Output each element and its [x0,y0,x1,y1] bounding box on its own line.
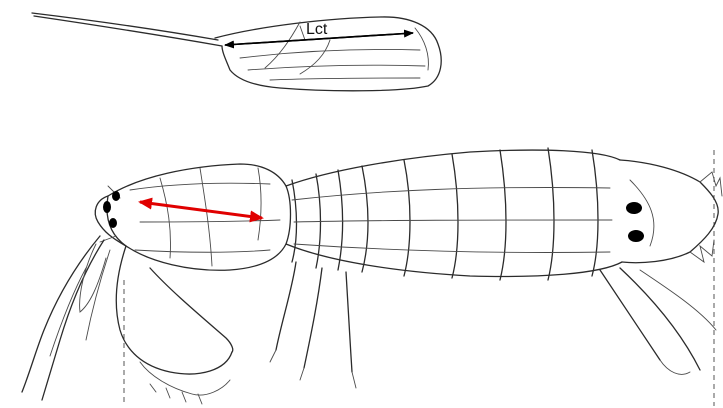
body-illustration [22,148,722,406]
telson-spot-lower [628,230,644,242]
eye-mark-3 [109,218,117,228]
claw-illustration [32,13,441,91]
claw-measure-label: Lct [306,21,328,38]
telson-spot-upper [626,202,642,214]
eye-mark-2 [112,191,120,201]
carapace-measure-arrow [140,202,262,218]
carapace-length-measure [140,202,262,218]
claw-length-measure: Lct [225,21,413,45]
eye-mark-1 [103,201,111,213]
